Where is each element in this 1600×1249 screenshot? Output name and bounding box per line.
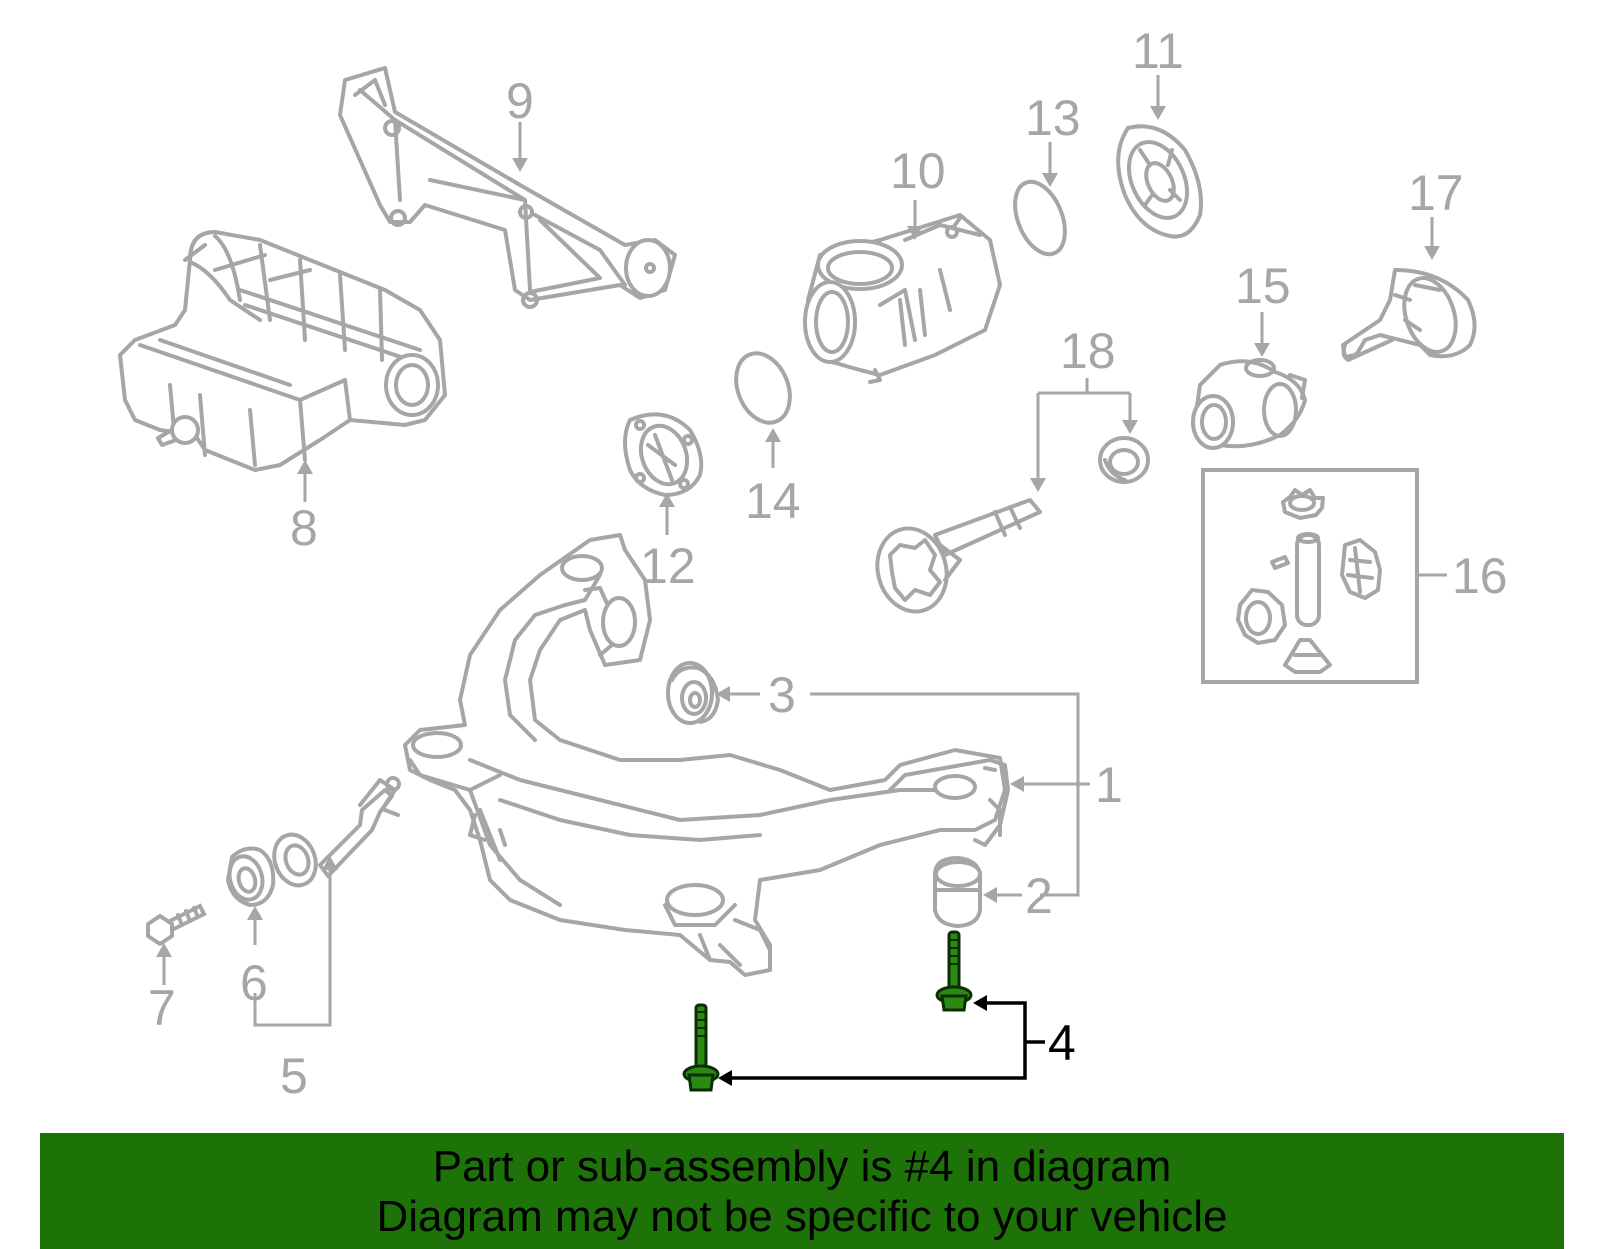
- callout-4: 4: [1048, 1015, 1076, 1071]
- callout-3: 3: [768, 667, 796, 723]
- part-1-subframe-crossmember[interactable]: [403, 533, 1010, 977]
- highlight-leader-4: [718, 995, 1045, 1086]
- callout-16: 16: [1452, 548, 1508, 604]
- callout-5: 5: [280, 1048, 308, 1104]
- part-13-o-ring[interactable]: [1005, 175, 1074, 262]
- callout-7: 7: [148, 980, 176, 1036]
- callout-labels: 9 10 13 11 17 15 18 8 14 12 16 3 1 2 6 7…: [148, 23, 1508, 1104]
- callout-13: 13: [1025, 90, 1081, 146]
- callout-1: 1: [1095, 757, 1123, 813]
- part-5-link-assembly[interactable]: [267, 776, 401, 891]
- callout-10: 10: [890, 143, 946, 199]
- part-16-gear-set[interactable]: [1201, 468, 1419, 684]
- banner-line-2: Diagram may not be specific to your vehi…: [376, 1192, 1228, 1241]
- part-11-cover[interactable]: [1116, 124, 1203, 239]
- callout-12: 12: [640, 538, 696, 594]
- callout-11: 11: [1132, 23, 1184, 79]
- callout-15: 15: [1235, 258, 1291, 314]
- part-3-bushing[interactable]: [666, 661, 720, 725]
- callout-9: 9: [506, 73, 534, 129]
- callout-14: 14: [745, 473, 801, 529]
- info-banner: Part or sub-assembly is #4 in diagram Di…: [40, 1133, 1564, 1249]
- part-8-differential-assembly[interactable]: [118, 230, 447, 472]
- part-14-o-ring[interactable]: [726, 345, 799, 430]
- part-4-bolts-highlighted[interactable]: [682, 930, 973, 1092]
- part-17-flange-shaft[interactable]: [1341, 268, 1477, 362]
- callout-18: 18: [1060, 323, 1116, 379]
- parts-diagram: 9 10 13 11 17 15 18 8 14 12 16 3 1 2 6 7…: [118, 23, 1508, 1104]
- part-15-differential-case[interactable]: [1191, 358, 1307, 450]
- leader-lines: [156, 75, 1447, 1027]
- callout-2: 2: [1025, 868, 1053, 924]
- banner-line-1: Part or sub-assembly is #4 in diagram: [432, 1142, 1172, 1191]
- callout-6: 6: [240, 955, 268, 1011]
- part-12-cover-flange[interactable]: [623, 412, 704, 497]
- part-7-bolt[interactable]: [146, 903, 207, 946]
- part-10-differential-carrier[interactable]: [803, 213, 1002, 384]
- callout-8: 8: [290, 500, 318, 556]
- part-18-shaft-seal[interactable]: [868, 436, 1150, 619]
- part-4-bolt-upper[interactable]: [935, 930, 973, 1012]
- part-9-mount-bracket[interactable]: [338, 66, 677, 309]
- part-6-bushing[interactable]: [225, 846, 276, 907]
- part-4-bolt-lower[interactable]: [682, 1003, 720, 1092]
- part-2-bushing[interactable]: [933, 856, 982, 928]
- callout-17: 17: [1408, 165, 1464, 221]
